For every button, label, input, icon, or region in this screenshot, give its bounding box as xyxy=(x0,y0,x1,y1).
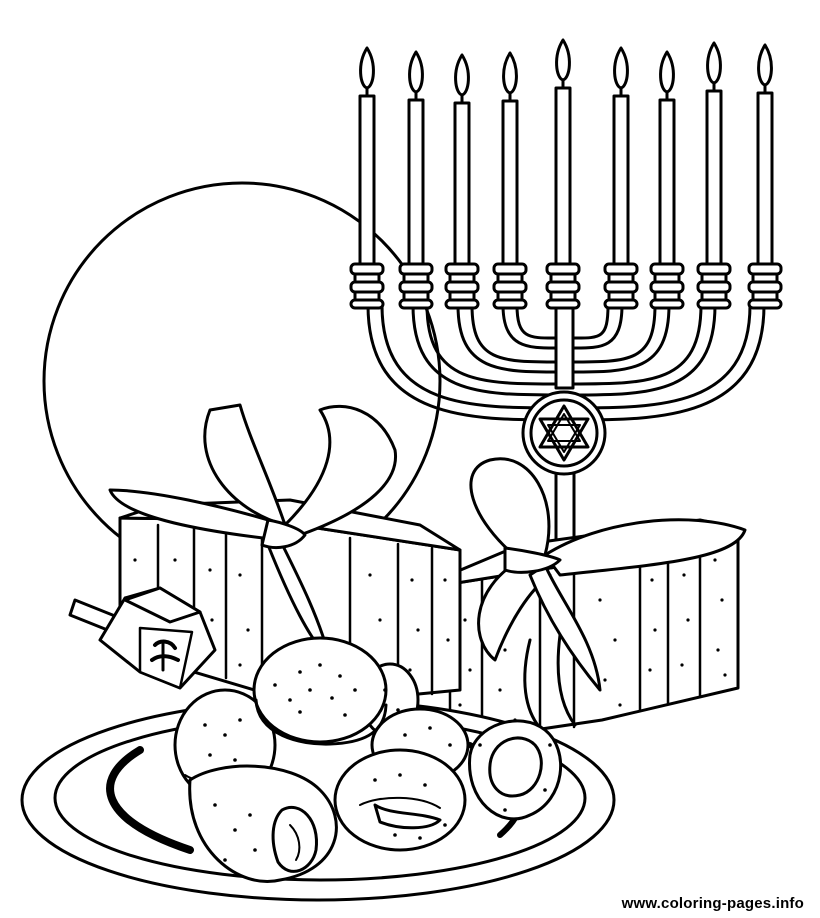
star-of-david-emblem xyxy=(521,390,607,476)
watermark-text: www.coloring-pages.info xyxy=(621,895,804,912)
candle-4 xyxy=(501,51,519,266)
menorah-arms xyxy=(366,298,766,422)
candle-3 xyxy=(453,53,471,266)
dreidel xyxy=(68,586,217,690)
ribbon-bow-right xyxy=(543,518,747,577)
candle-cups xyxy=(349,262,783,310)
donut-far-right xyxy=(468,719,562,821)
candle-6 xyxy=(612,46,630,266)
donut-top xyxy=(252,636,388,746)
ribbon-loop-right xyxy=(283,404,398,537)
candle-8 xyxy=(705,41,723,266)
candles xyxy=(358,38,774,266)
candle-1 xyxy=(358,46,376,266)
gift-box-right xyxy=(411,457,747,750)
candle-2 xyxy=(407,50,425,266)
ribbon-bow-left xyxy=(469,457,551,562)
donut-front-left xyxy=(188,764,338,883)
candle-shamash xyxy=(554,38,572,266)
candle-9 xyxy=(756,43,774,266)
star-of-david-icon xyxy=(538,404,590,449)
sufganiyot xyxy=(173,636,562,883)
sugar-specks xyxy=(203,663,552,862)
donut-front-center xyxy=(333,748,467,852)
candle-7 xyxy=(658,50,676,266)
